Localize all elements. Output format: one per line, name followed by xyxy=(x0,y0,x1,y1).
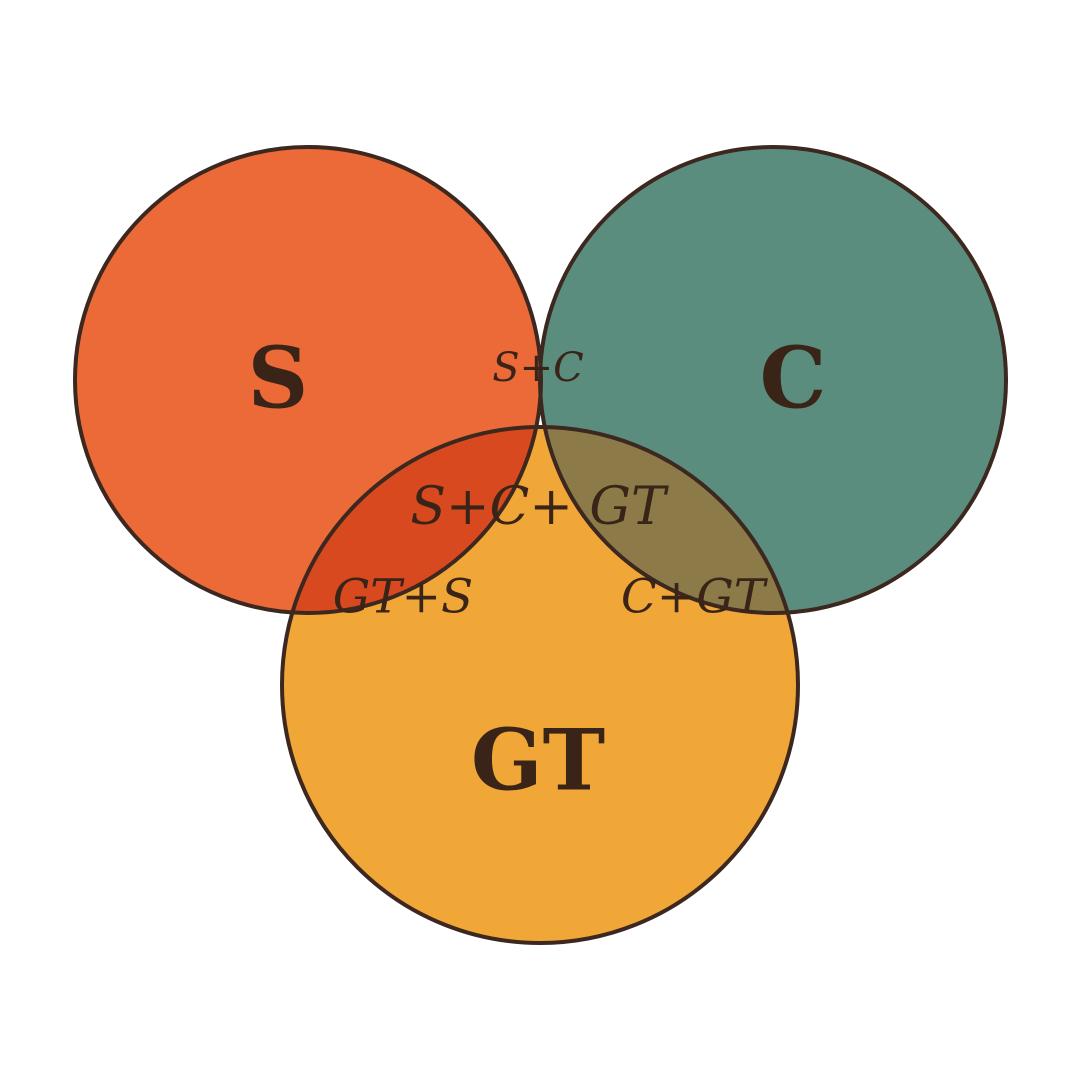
outline-gt xyxy=(280,425,800,945)
region-label-s-c-gt: S+C+ GT xyxy=(410,477,669,537)
set-label-s: S xyxy=(248,329,309,428)
region-label-c-gt: C+GT xyxy=(621,570,769,625)
outline-c xyxy=(538,145,1008,615)
region-label-s-c: S+C xyxy=(492,345,584,391)
region-label-gt-s: GT+S xyxy=(333,570,473,625)
set-label-gt: GT xyxy=(471,711,605,810)
overlap-c-gt xyxy=(540,427,798,613)
overlap-gt-s xyxy=(282,427,541,613)
set-label-c: C xyxy=(760,329,827,428)
